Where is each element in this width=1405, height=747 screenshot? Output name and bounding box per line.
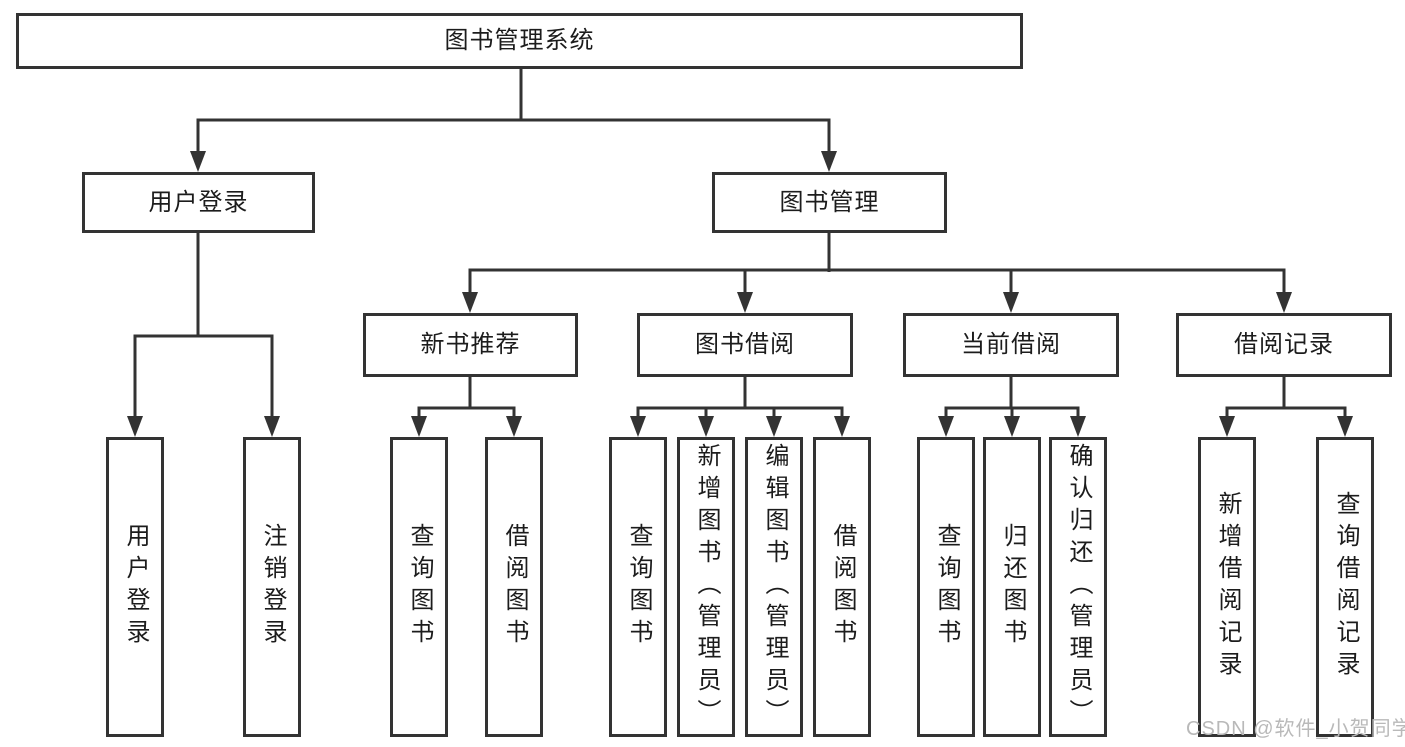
leaf-label: 查询图书	[625, 523, 652, 651]
leaf-borrow-add-books-admin: 新增图书（管理员）	[677, 437, 735, 737]
node-book-management: 图书管理	[712, 172, 947, 233]
leaf-label: 新增借阅记录	[1214, 491, 1241, 683]
leaf-borrow-borrow-books: 借阅图书	[813, 437, 871, 737]
leaf-borrow-query-books: 查询图书	[609, 437, 667, 737]
node-borrowing-records: 借阅记录	[1176, 313, 1392, 377]
leaf-label: 归还图书	[999, 523, 1026, 651]
arrowhead-icons	[127, 151, 1353, 437]
leaf-label: 查询图书	[406, 523, 433, 651]
leaf-label: 借阅图书	[501, 523, 528, 651]
node-new-book-recommendation: 新书推荐	[363, 313, 578, 377]
leaf-label: 确认归还（管理员）	[1065, 443, 1092, 731]
leaf-label: 借阅图书	[829, 523, 856, 651]
leaf-recommend-borrow-books: 借阅图书	[485, 437, 543, 737]
leaf-label: 新增图书（管理员）	[693, 443, 720, 731]
leaf-label: 查询借阅记录	[1332, 491, 1359, 683]
leaf-records-query-borrow-record: 查询借阅记录	[1316, 437, 1374, 737]
leaf-borrow-edit-books-admin: 编辑图书（管理员）	[745, 437, 803, 737]
leaf-current-confirm-return-admin: 确认归还（管理员）	[1049, 437, 1107, 737]
leaf-label: 注销登录	[259, 523, 286, 651]
leaf-logout-login: 注销登录	[243, 437, 301, 737]
leaf-label: 编辑图书（管理员）	[761, 443, 788, 731]
node-user-login: 用户登录	[82, 172, 315, 233]
leaf-label: 查询图书	[933, 523, 960, 651]
csdn-watermark: CSDN @软件_小贺同学	[1186, 718, 1405, 740]
leaf-label: 用户登录	[122, 523, 149, 651]
leaf-current-return-books: 归还图书	[983, 437, 1041, 737]
node-library-management-system: 图书管理系统	[16, 13, 1023, 69]
node-current-borrowing: 当前借阅	[903, 313, 1119, 377]
leaf-user-login: 用户登录	[106, 437, 164, 737]
node-book-borrowing: 图书借阅	[637, 313, 853, 377]
leaf-recommend-query-books: 查询图书	[390, 437, 448, 737]
leaf-current-query-books: 查询图书	[917, 437, 975, 737]
leaf-records-add-borrow-record: 新增借阅记录	[1198, 437, 1256, 737]
